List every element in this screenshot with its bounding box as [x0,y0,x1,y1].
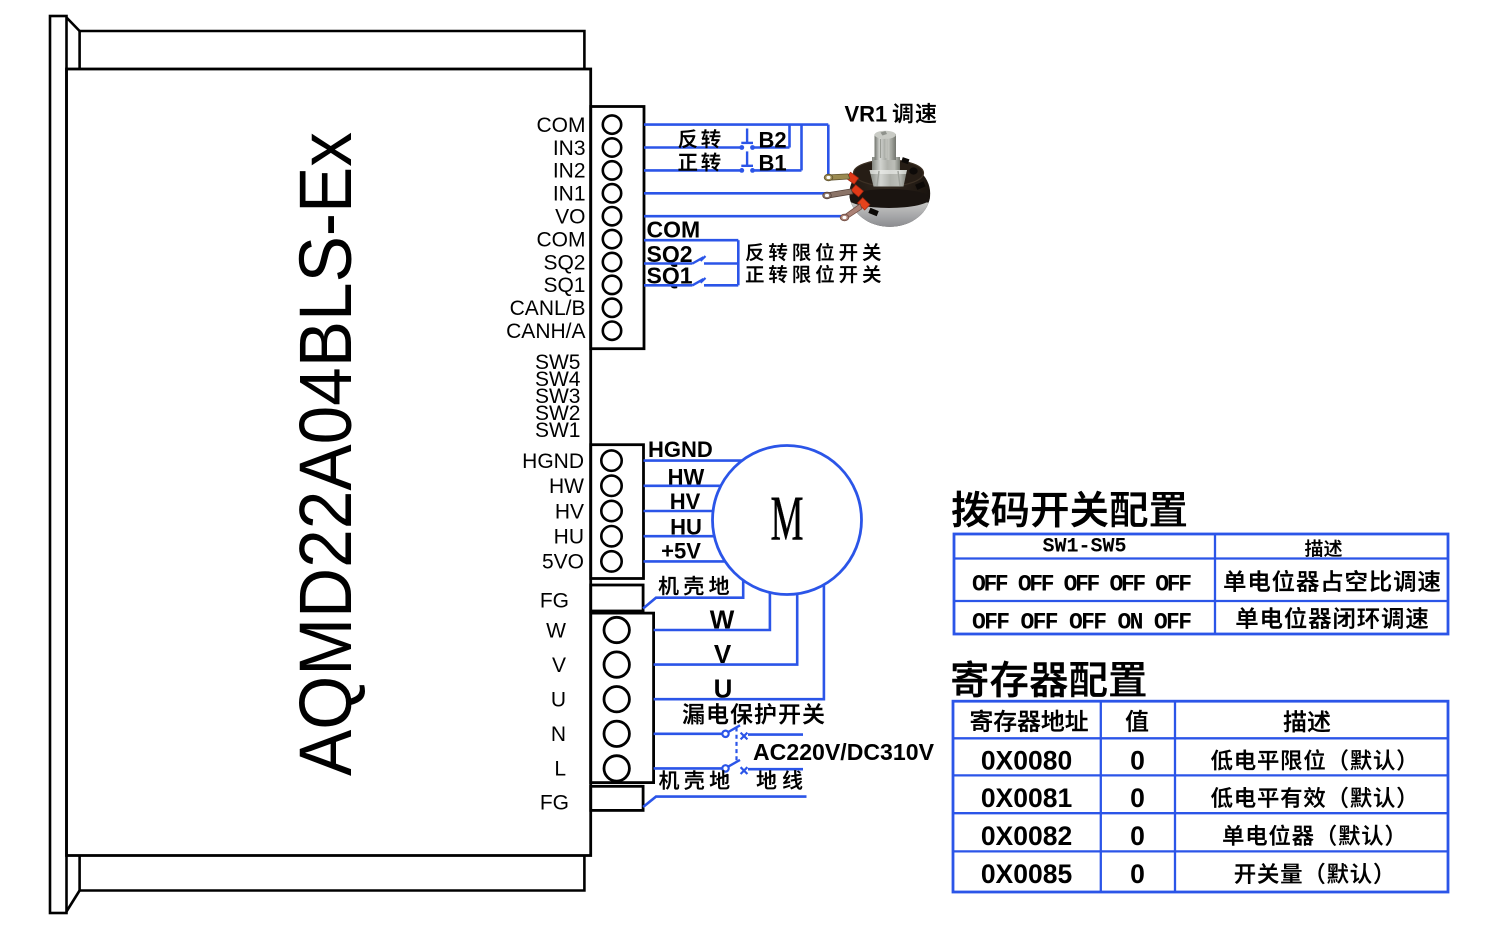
svg-text:VO: VO [555,206,585,229]
svg-text:COM: COM [647,217,701,243]
svg-text:U: U [714,674,733,704]
svg-text:SW1: SW1 [535,419,581,442]
svg-text:0: 0 [1130,859,1145,889]
svg-text:AQMD22A04BLS-Ex: AQMD22A04BLS-Ex [284,132,367,776]
svg-text:SW5: SW5 [535,351,581,374]
svg-text:SQ1: SQ1 [543,274,585,297]
svg-text:SQ2: SQ2 [543,251,585,274]
svg-text:N: N [551,723,566,746]
svg-text:+5V: +5V [661,539,701,564]
svg-text:SW3: SW3 [535,385,581,408]
svg-text:W: W [710,605,735,635]
svg-text:HW: HW [668,465,705,490]
svg-text:HW: HW [549,475,584,498]
svg-text:HV: HV [555,500,584,523]
svg-text:0X0085: 0X0085 [981,859,1072,889]
svg-text:5VO: 5VO [542,551,584,574]
svg-text:0X0081: 0X0081 [981,783,1072,813]
svg-text:FG: FG [540,589,569,612]
svg-text:L: L [554,758,566,781]
svg-text:0X0082: 0X0082 [981,821,1072,851]
svg-text:0: 0 [1130,746,1145,776]
svg-text:FG: FG [540,791,569,814]
svg-text:OFF OFF OFF OFF OFF: OFF OFF OFF OFF OFF [972,572,1192,598]
svg-text:HV: HV [670,489,701,514]
svg-text:HU: HU [554,526,584,549]
svg-text:SW4: SW4 [535,368,581,391]
svg-text:0: 0 [1130,783,1145,813]
svg-text:IN2: IN2 [553,160,586,183]
svg-text:HGND: HGND [648,437,713,462]
svg-text:0: 0 [1130,821,1145,851]
svg-text:HGND: HGND [522,450,584,473]
svg-text:IN3: IN3 [553,137,586,160]
svg-text:0X0080: 0X0080 [981,746,1072,776]
svg-text:CANH/A: CANH/A [506,320,585,343]
svg-text:B2: B2 [759,127,787,152]
svg-text:HU: HU [670,515,702,540]
svg-text:W: W [546,619,566,642]
svg-text:V: V [552,654,566,677]
svg-text:IN1: IN1 [553,183,586,206]
svg-text:SW2: SW2 [535,402,581,425]
svg-text:U: U [551,689,566,712]
svg-text:V: V [714,639,732,669]
svg-text:CANL/B: CANL/B [510,297,586,320]
svg-text:SW1-SW5: SW1-SW5 [1042,536,1126,559]
svg-text:COM: COM [537,114,586,137]
svg-text:VR1: VR1 [845,102,888,127]
svg-text:B1: B1 [759,151,787,176]
svg-text:M: M [771,483,804,554]
svg-text:AC220V/DC310V: AC220V/DC310V [753,739,935,765]
svg-text:OFF OFF OFF ON OFF: OFF OFF OFF ON OFF [972,610,1192,636]
svg-text:COM: COM [537,228,586,251]
